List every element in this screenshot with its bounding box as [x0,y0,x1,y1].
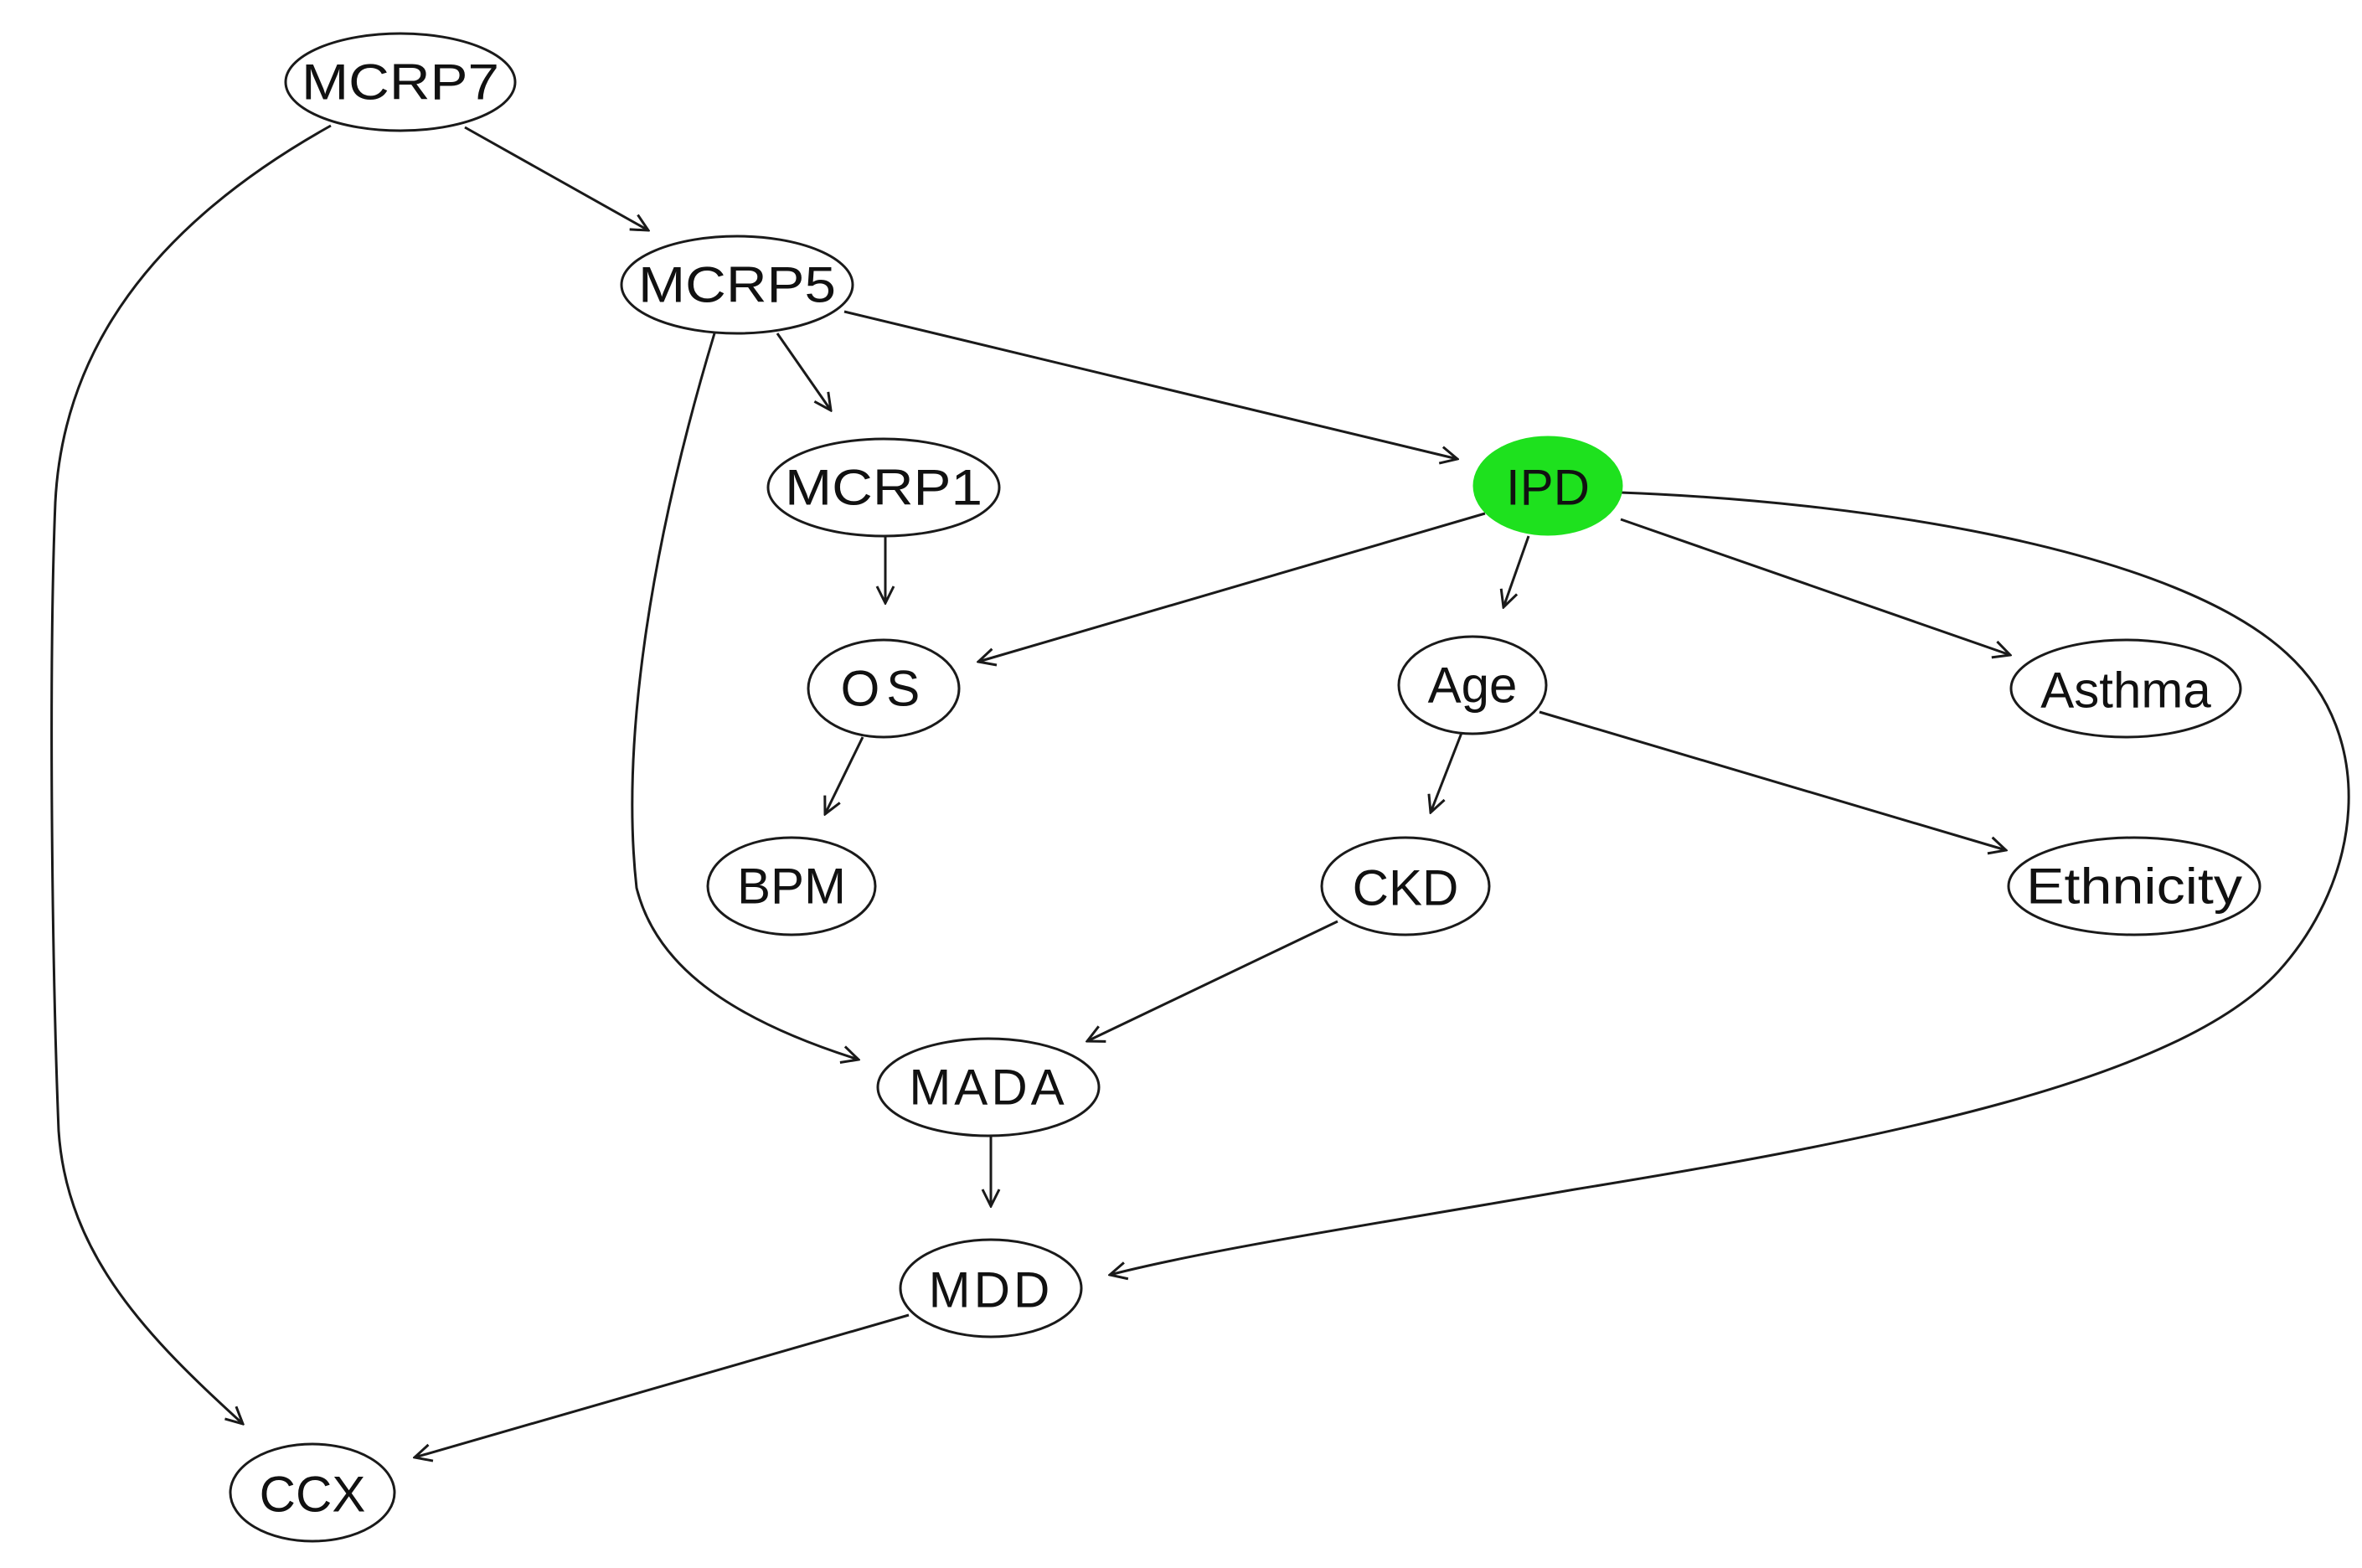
node-os-label: OS [841,661,927,717]
node-bpm-ellipse [706,836,877,936]
node-age: Age [1397,635,1548,735]
node-ckd-ellipse [1320,836,1491,936]
node-age-label: Age [1428,658,1518,714]
node-bpm: BPM [706,836,877,936]
edge-mdd-ccx [415,1313,910,1457]
node-asthma: Asthma [2009,638,2242,739]
node-mcrp5: MCRP5 [620,235,854,335]
node-mada-ellipse [876,1037,1101,1137]
edge-ipd-asthma [1620,518,2010,655]
edge-mcrp5-mada [631,333,859,1060]
node-mcrp7-ellipse [284,32,517,132]
edge-mcrp7-mcrp5 [464,126,648,230]
node-os-ellipse [807,638,961,739]
node-mcrp5-ellipse [620,235,854,335]
edge-ipd-mdd [1110,491,2350,1275]
node-ipd-label: IPD [1506,460,1590,516]
node-mcrp5-label: MCRP5 [638,257,836,313]
node-ethnicity: Ethnicity [2007,836,2261,936]
edge-ipd-os [978,512,1486,662]
node-mcrp7: MCRP7 [284,32,517,132]
node-mdd: MDD [899,1238,1083,1338]
node-mada-label: MADA [909,1060,1067,1116]
node-ckd-label: CKD [1353,860,1459,916]
edge-ipd-age [1503,535,1530,607]
edge-age-ethnicity [1539,710,2006,850]
edge-mcrp5-mcrp1 [776,333,831,410]
edge-age-ckd [1431,732,1463,812]
node-asthma-label: Asthma [2040,663,2211,719]
edge-mcrp5-ipd [843,310,1457,459]
edge-mcrp7-ccx [50,124,332,1424]
node-bpm-label: BPM [737,859,846,915]
node-ccx-label: CCX [260,1467,366,1523]
node-mada: MADA [876,1037,1101,1137]
node-ethnicity-ellipse [2007,836,2261,936]
node-mcrp7-label: MCRP7 [302,54,499,111]
node-ipd-ellipse [1472,436,1623,536]
node-asthma-ellipse [2009,638,2242,739]
node-mdd-ellipse [899,1238,1083,1338]
nodes: MCRP7 MCRP5 MCRP1 IPD OS Age Asthma BPM [229,32,2261,1543]
node-mcrp1-ellipse [766,437,1001,538]
edge-os-bpm [825,736,864,814]
edge-ckd-mada [1087,920,1338,1041]
node-ccx: CCX [229,1442,396,1543]
edges [50,124,2350,1457]
node-ckd: CKD [1320,836,1491,936]
node-ipd: IPD [1472,436,1623,536]
node-ethnicity-label: Ethnicity [2026,859,2242,915]
node-mcrp1: MCRP1 [766,437,1001,538]
node-age-ellipse [1397,635,1548,735]
node-ccx-ellipse [229,1442,396,1543]
node-mcrp1-label: MCRP1 [785,460,982,516]
node-os: OS [807,638,961,739]
node-mdd-label: MDD [929,1262,1054,1318]
